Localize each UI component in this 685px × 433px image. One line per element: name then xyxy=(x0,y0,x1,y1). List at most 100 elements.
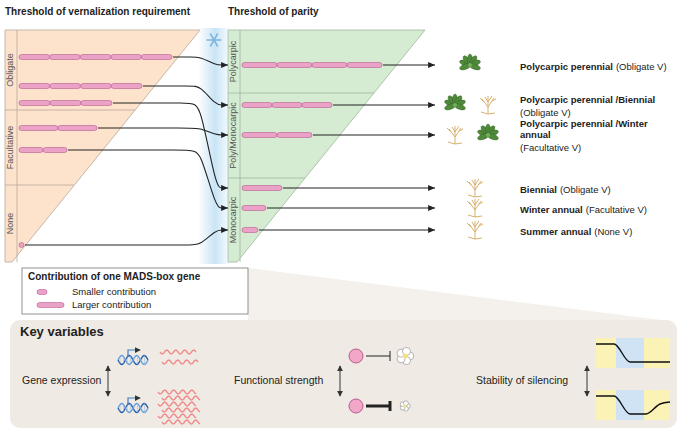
gene-segment xyxy=(19,243,24,248)
band-label: Facultative xyxy=(5,110,15,185)
protein xyxy=(349,399,363,413)
variable-name: Stability of silencing xyxy=(476,374,568,386)
band-label: Obligate xyxy=(5,30,15,110)
drawing-part xyxy=(459,62,472,71)
dna-rung xyxy=(130,404,131,412)
double-arrow xyxy=(587,366,588,396)
dna-rung xyxy=(120,357,121,364)
gene-segment xyxy=(302,103,332,108)
gene-segment xyxy=(111,55,142,60)
flow-arrow xyxy=(267,207,435,208)
dna-strand xyxy=(118,356,148,365)
gene-segment xyxy=(242,103,272,108)
vernalization-note: (Obligate V) xyxy=(616,61,667,72)
legend-text: Smaller contribution xyxy=(72,286,156,297)
expression-curve xyxy=(596,396,670,414)
inhibition-bar xyxy=(389,401,392,411)
dna-rung xyxy=(130,356,131,364)
vernalization-note: (Obligate V) xyxy=(520,107,571,118)
drawing-part xyxy=(467,221,483,239)
rna xyxy=(158,414,196,418)
drawing-part xyxy=(453,102,466,111)
gene-segment xyxy=(347,63,382,68)
drawing-part xyxy=(467,179,483,197)
dna-rung xyxy=(120,405,121,412)
flow-arrow xyxy=(313,134,435,135)
dried-plant xyxy=(447,126,463,144)
life-history-label: Winter annual(Facultative V) xyxy=(435,202,683,215)
drawing-part xyxy=(468,63,472,67)
gene-segment xyxy=(50,84,81,89)
vernalization-note: (Obligate V) xyxy=(560,184,611,195)
gene-segment xyxy=(242,133,277,138)
rna xyxy=(158,402,196,406)
dna-rung xyxy=(144,356,145,365)
dna-rung xyxy=(123,405,124,412)
rna xyxy=(158,390,196,394)
inhibition-line xyxy=(366,356,390,357)
dna-rung xyxy=(134,406,135,410)
vernalization-note: (Facultative V) xyxy=(520,142,581,153)
flow-arrow xyxy=(98,128,228,135)
dna-strand xyxy=(118,356,148,365)
drawing-part xyxy=(453,103,457,107)
dna-rung xyxy=(141,359,142,361)
gene-segment xyxy=(50,101,81,106)
snowflake xyxy=(207,34,221,46)
drawing-part xyxy=(477,132,490,141)
drawing-part xyxy=(447,126,463,144)
triangle-heading: Threshold of vernalization requirement xyxy=(5,6,190,17)
gene-segment xyxy=(50,55,81,60)
double-arrow xyxy=(108,366,109,396)
flow-arrow xyxy=(259,229,435,230)
band-divider xyxy=(5,185,74,186)
gene-segment xyxy=(277,63,312,68)
gene-segment xyxy=(242,186,282,191)
life-history-name: Biennial xyxy=(520,184,557,195)
legend-entry: Larger contribution xyxy=(36,299,151,310)
dried-plant xyxy=(480,96,496,114)
band-divider xyxy=(5,110,135,111)
transcription-arrow xyxy=(128,398,140,405)
key-icons xyxy=(108,338,670,424)
drawing-part xyxy=(211,34,218,46)
dna-rung xyxy=(127,405,128,410)
panel-heading: Key variables xyxy=(20,324,104,339)
life-history-name: Polycarpic perennial xyxy=(520,61,613,72)
gene-segment xyxy=(80,55,111,60)
variable-name: Functional strength xyxy=(234,374,323,386)
transcription-arrow xyxy=(128,350,140,357)
dna-strand xyxy=(118,404,148,413)
time-band xyxy=(644,338,670,368)
dna-rung xyxy=(144,404,145,413)
protein xyxy=(349,349,363,363)
gene-segment xyxy=(19,55,50,60)
flow-arrow xyxy=(143,86,228,105)
dna-rung xyxy=(137,404,138,413)
drawing-part xyxy=(486,132,499,141)
gene-segment xyxy=(19,84,50,89)
inhibition-line xyxy=(366,405,390,408)
dried-plant xyxy=(467,179,483,197)
rna xyxy=(162,396,200,400)
flow-arrow xyxy=(383,64,435,65)
band-label: Poly/Monocarpic xyxy=(228,93,238,178)
flower-center xyxy=(404,405,407,408)
dna-rung xyxy=(123,357,124,364)
life-history-name: Polycarpic perennial /Biennial xyxy=(520,94,655,105)
life-history-label: Summer annual(None V) xyxy=(435,224,683,237)
dna-rung xyxy=(127,357,128,362)
double-arrow xyxy=(340,366,341,396)
legend: Contribution of one MADS-box geneSmaller… xyxy=(22,268,248,314)
legend-box xyxy=(22,268,248,314)
gene-segment xyxy=(81,84,112,89)
time-band xyxy=(596,390,616,420)
category-band: Polycarpic xyxy=(228,30,388,93)
flow-arrow xyxy=(333,104,435,105)
gene-segment xyxy=(141,55,172,60)
gene-segment xyxy=(242,228,258,233)
rna xyxy=(160,350,196,354)
gene-segment xyxy=(19,101,50,106)
gene-segment xyxy=(19,126,58,131)
